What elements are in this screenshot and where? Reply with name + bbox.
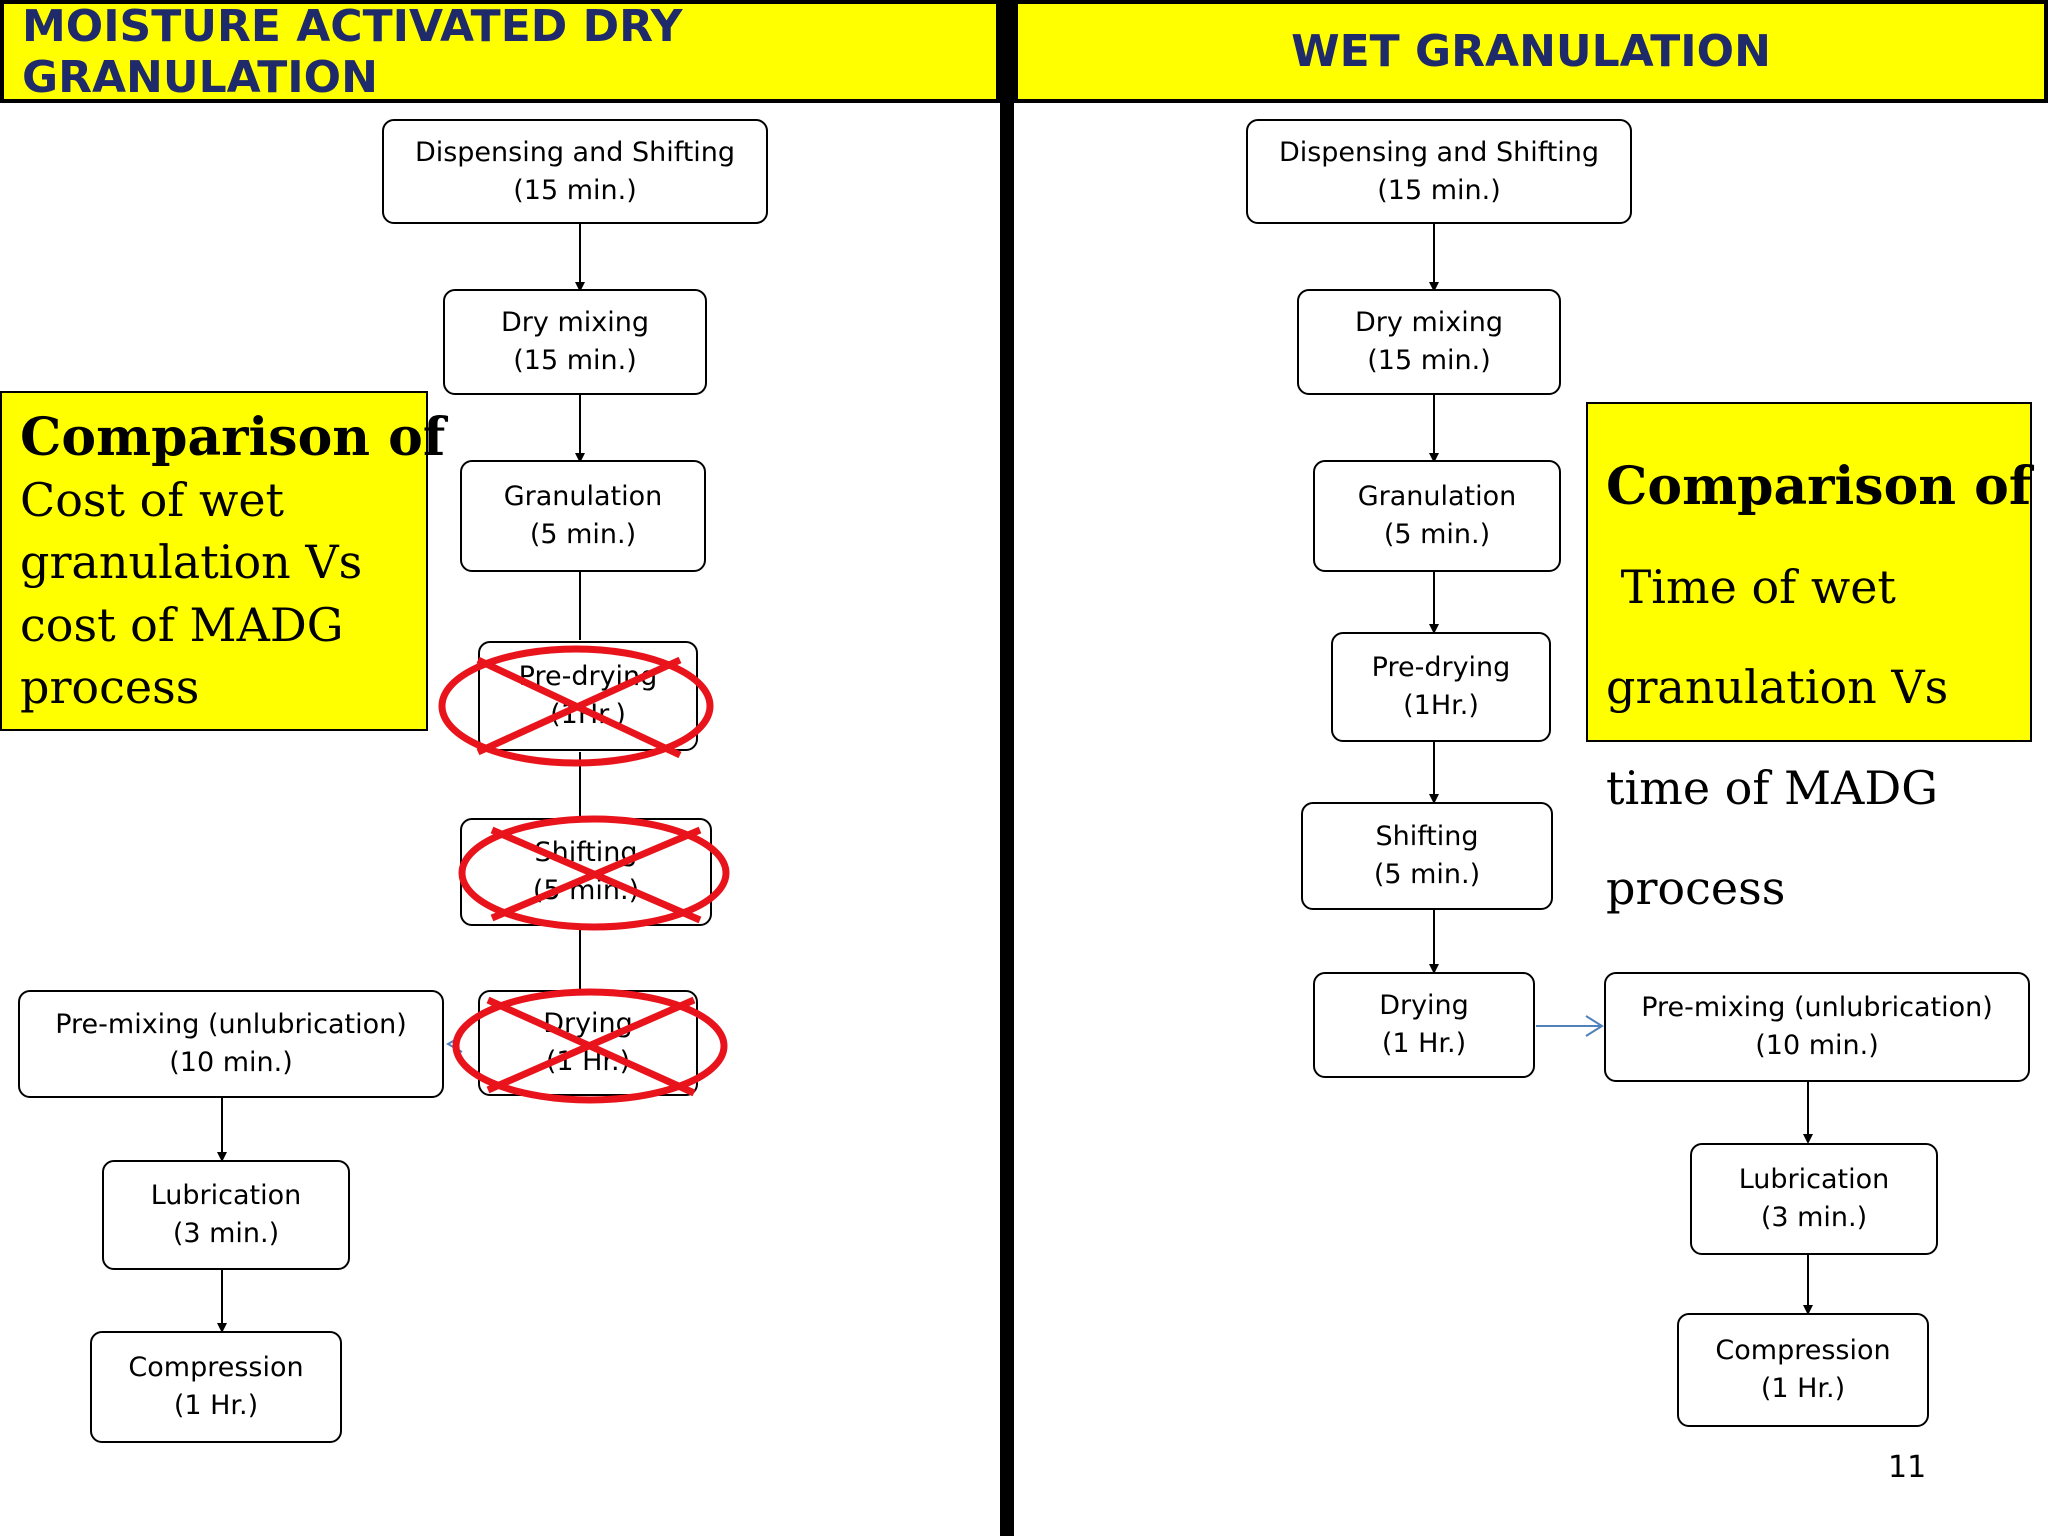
madg-step-compression: Compression (1 Hr.) [90,1331,342,1443]
wet-granulation-time: (5 min.) [1383,519,1491,550]
madg-granulation-time: (5 min.) [529,519,637,550]
cost-callout-line-2: granulation Vs [20,535,363,590]
cost-comparison-callout: Comparison of Cost of wet granulation Vs… [0,391,446,731]
wet-dry-mixing-time: (15 min.) [1367,345,1491,376]
wet-step-shifting: Shifting (5 min.) [1301,802,1553,910]
time-callout-line-2: granulation Vs [1606,660,1949,715]
wet-side-arrowhead [1585,1015,1604,1037]
cost-callout-title: Comparison of [20,407,446,468]
wet-lubrication-label: Lubrication [1738,1164,1890,1196]
page-number: 11 [1888,1450,1927,1485]
wet-step-lubrication: Lubrication (3 min.) [1690,1143,1938,1255]
wet-step-drying: Drying (1 Hr.) [1313,972,1535,1078]
madg-pre-mixing-time: (10 min.) [169,1047,293,1078]
time-comparison-callout: Comparison of Time of wet granulation Vs… [1586,402,2032,915]
madg-pre-mixing-label: Pre-mixing (unlubrication) [55,1009,407,1041]
cost-callout-line-4: process [20,659,200,714]
wet-compression-time: (1 Hr.) [1760,1373,1846,1404]
madg-step-dry-mixing: Dry mixing (15 min.) [443,289,707,395]
wet-step-dry-mixing: Dry mixing (15 min.) [1297,289,1561,395]
wet-shifting-label: Shifting [1375,821,1479,853]
wet-pre-drying-label: Pre-drying [1371,652,1511,684]
wet-step-compression: Compression (1 Hr.) [1677,1313,1929,1427]
wet-dispensing-time: (15 min.) [1377,174,1501,206]
shifting-cross-mark [458,815,730,931]
madg-lubrication-time: (3 min.) [172,1218,280,1249]
madg-step-lubrication: Lubrication (3 min.) [102,1160,350,1270]
wet-dispensing-label: Dispensing and Shifting [1278,136,1600,168]
madg-step-dispensing: Dispensing and Shifting (15 min.) [382,119,768,224]
time-callout-line-3: time of MADG [1606,760,1938,815]
madg-granulation-label: Granulation [503,481,663,513]
wet-compression-label: Compression [1715,1335,1891,1367]
madg-dispensing-time: (15 min.) [513,174,637,206]
madg-step-granulation: Granulation (5 min.) [460,460,706,572]
madg-dry-mixing-time: (15 min.) [513,345,637,376]
wet-step-dispensing: Dispensing and Shifting (15 min.) [1246,119,1632,224]
wet-step-granulation: Granulation (5 min.) [1313,460,1561,572]
wet-step-pre-mixing: Pre-mixing (unlubrication) (10 min.) [1604,972,2030,1082]
madg-dispensing-label: Dispensing and Shifting [414,136,736,168]
madg-lubrication-label: Lubrication [150,1180,302,1212]
time-callout-line-4: process [1606,860,1786,915]
wet-header: WET GRANULATION [1014,0,2048,103]
madg-compression-time: (1 Hr.) [173,1390,259,1421]
wet-step-pre-drying: Pre-drying (1Hr.) [1331,632,1551,742]
madg-step-pre-mixing: Pre-mixing (unlubrication) (10 min.) [18,990,444,1098]
madg-header-title: MOISTURE ACTIVATED DRY GRANULATION [22,0,683,103]
pre-drying-cross-mark [438,645,714,767]
wet-pre-mixing-time: (10 min.) [1755,1030,1879,1061]
madg-header: MOISTURE ACTIVATED DRY GRANULATION [0,0,1000,103]
cost-callout-line-3: cost of MADG [20,597,344,652]
wet-lubrication-time: (3 min.) [1760,1202,1868,1233]
wet-shifting-time: (5 min.) [1373,859,1481,890]
drying-cross-mark [452,988,728,1104]
madg-dry-mixing-label: Dry mixing [501,307,649,339]
wet-granulation-label: Granulation [1357,481,1517,513]
time-callout-title: Comparison of [1606,456,2032,517]
wet-pre-mixing-label: Pre-mixing (unlubrication) [1641,992,1993,1024]
center-divider [1000,0,1014,1536]
wet-header-title: WET GRANULATION [1291,26,1771,77]
time-callout-line-1: Time of wet [1606,560,1896,615]
wet-pre-drying-time: (1Hr.) [1403,690,1479,721]
wet-dry-mixing-label: Dry mixing [1355,307,1503,339]
cost-callout-line-1: Cost of wet [20,473,285,528]
wet-drying-time: (1 Hr.) [1381,1028,1467,1059]
madg-compression-label: Compression [128,1352,304,1384]
wet-drying-label: Drying [1379,990,1469,1022]
